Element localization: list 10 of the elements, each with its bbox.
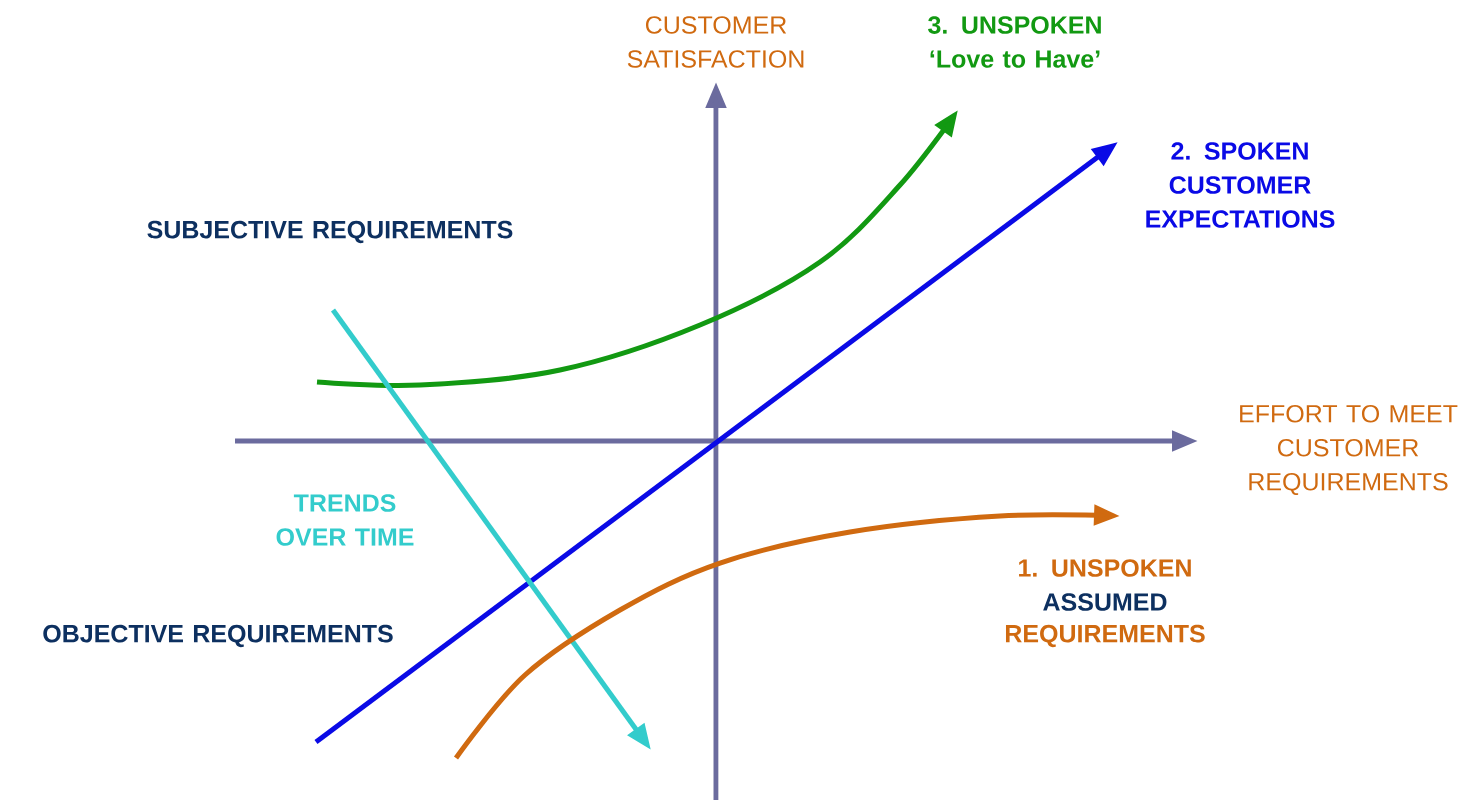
curve-label: 2. SPOKEN CUSTOMER EXPECTATIONS: [1146, 142, 1335, 228]
axis-label: CUSTOMER SATISFACTION: [627, 16, 804, 68]
region-label: SUBJECTIVE REQUIREMENTS: [147, 220, 513, 244]
curve-label: ASSUMED: [1043, 593, 1167, 611]
curve-label: REQUIREMENTS: [1006, 624, 1205, 648]
curve-label: 1. UNSPOKEN: [1019, 559, 1191, 577]
region-label: OBJECTIVE REQUIREMENTS: [43, 624, 393, 648]
axis-label: EFFORT TO MEET CUSTOMER REQUIREMENTS: [1240, 404, 1458, 496]
curve-label: 3. UNSPOKEN ‘Love to Have’: [928, 16, 1101, 68]
curve-label: TRENDS OVER TIME: [276, 494, 414, 546]
